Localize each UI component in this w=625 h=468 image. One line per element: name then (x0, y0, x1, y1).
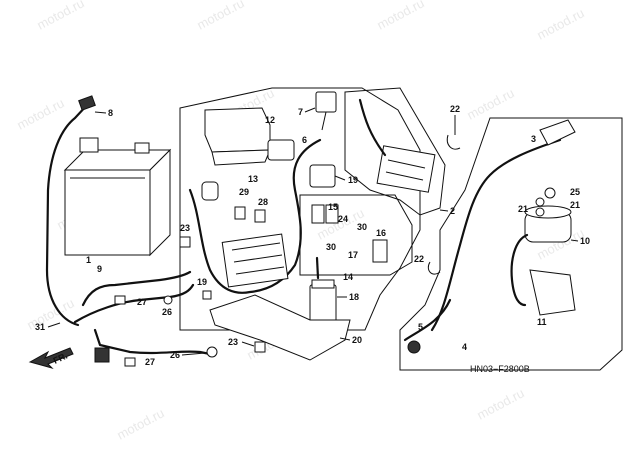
starter-relay-cable (403, 298, 452, 342)
callout-29: 29 (239, 187, 249, 197)
callout-17: 17 (348, 250, 358, 260)
callout-26-lower: 26 (170, 350, 180, 360)
terminal-nuts (535, 187, 556, 217)
callout-25: 25 (570, 187, 580, 197)
front-direction-arrow: FR. (28, 347, 74, 369)
watermark: motod.ru (34, 0, 86, 33)
regulator-rectifier (376, 145, 436, 193)
callout-5: 5 (418, 322, 423, 332)
regulator-lead (358, 98, 387, 157)
callout-15: 15 (328, 202, 338, 212)
ground-cable (93, 328, 217, 357)
callout-3: 3 (531, 134, 536, 144)
clip-22-lower (427, 261, 441, 275)
callout-30-right: 30 (357, 222, 367, 232)
callout-18-lower: 18 (349, 292, 359, 302)
solenoid-bracket (529, 269, 576, 316)
watermark: motod.ru (374, 0, 426, 33)
ground-eye-5 (407, 340, 421, 354)
relay-boot (539, 119, 576, 146)
cable-group-outline (399, 117, 623, 371)
callout-4: 4 (462, 342, 467, 352)
starter-cable (81, 270, 192, 307)
callout-14: 14 (343, 272, 353, 282)
bolt-27-lower (124, 357, 136, 367)
callout-8: 8 (108, 108, 113, 118)
callout-2: 2 (450, 206, 455, 216)
bolt-27-upper (114, 295, 126, 305)
fuse-holder-16 (372, 239, 388, 263)
starter-motor-cable (430, 138, 562, 332)
callout-23-lower: 23 (228, 337, 238, 347)
callout-23-upper: 23 (180, 223, 190, 233)
watermark: motod.ru (114, 405, 166, 442)
fuse-28 (254, 209, 266, 223)
callout-12: 12 (265, 115, 275, 125)
starter-relay-switch (309, 164, 346, 188)
wire-connector (201, 181, 219, 201)
callout-22-lower: 22 (414, 254, 424, 264)
starter-solenoid (524, 205, 572, 243)
bracket-20 (209, 294, 351, 361)
main-wire-harness (188, 138, 322, 294)
wire-14 (315, 256, 320, 280)
drawing-code: HN03−F2800B (470, 364, 530, 374)
callout-27-lower: 27 (145, 357, 155, 367)
callout-21-right: 21 (570, 200, 580, 210)
bolt-23-lower (254, 341, 266, 353)
rubber-mount (315, 91, 337, 131)
callout-24: 24 (338, 214, 348, 224)
callout-28: 28 (258, 197, 268, 207)
callout-30-left: 30 (326, 242, 336, 252)
clip-22-upper (446, 134, 461, 150)
battery-negative-cable (45, 102, 90, 327)
bolt-26-lower (206, 346, 218, 358)
solenoid-lead (510, 233, 529, 307)
callout-16: 16 (376, 228, 386, 238)
terminal-cover (78, 95, 96, 111)
callout-19-relay: 19 (348, 175, 358, 185)
callout-10: 10 (580, 236, 590, 246)
fuse-29 (234, 206, 246, 220)
callout-31: 31 (35, 322, 45, 332)
callout-11: 11 (537, 317, 547, 327)
callout-22-upper: 22 (450, 104, 460, 114)
watermark: motod.ru (464, 85, 516, 122)
callout-26-upper: 26 (162, 307, 172, 317)
callout-19: 19 (197, 277, 207, 287)
callouts: 8 1 9 31 27 26 27 26 23 23 19 12 13 6 7 … (35, 104, 590, 367)
callout-9: 9 (97, 264, 102, 274)
battery-positive-cable (73, 283, 195, 324)
watermark: motod.ru (474, 385, 526, 422)
fuse-holder-15 (311, 204, 339, 224)
watermark: motod.ru (534, 5, 586, 42)
turn-signal-relay (267, 139, 295, 161)
fuse-box-outline (299, 194, 413, 276)
callout-6: 6 (302, 135, 307, 145)
callout-20: 20 (352, 335, 362, 345)
watermark: motod.ru (14, 95, 66, 132)
watermark: motod.ru (194, 0, 246, 33)
relay-block (221, 233, 289, 288)
regulator-box-outline (344, 87, 446, 216)
callout-1: 1 (86, 255, 91, 265)
watermark: motod.ru (24, 295, 76, 332)
callout-27-upper: 27 (137, 297, 147, 307)
callout-21-left: 21 (518, 204, 528, 214)
bolt-26-upper (163, 295, 173, 305)
callout-7: 7 (298, 107, 303, 117)
ignition-control-module (204, 107, 271, 166)
fuse-box-18 (309, 279, 337, 324)
battery (63, 137, 172, 257)
bolt-19 (202, 290, 212, 300)
cable-terminal (94, 347, 110, 363)
bolt-23-upper (179, 236, 191, 248)
callout-13: 13 (248, 174, 258, 184)
